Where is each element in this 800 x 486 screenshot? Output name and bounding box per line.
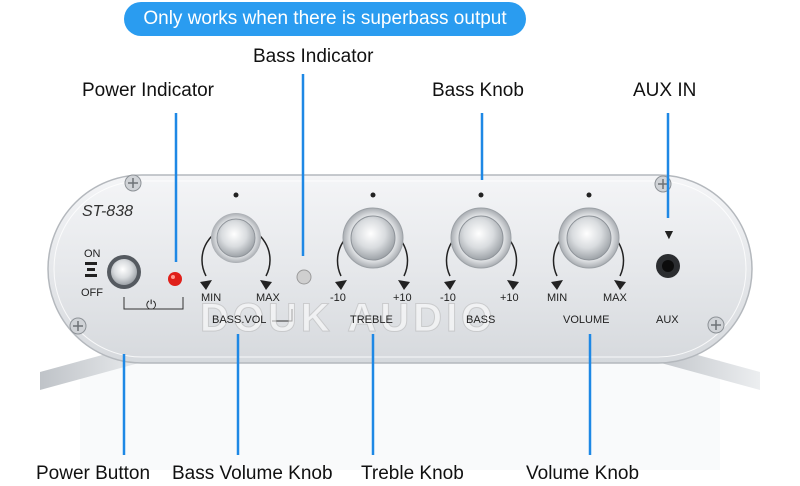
- reflection: [80, 360, 720, 470]
- aux-arrow-icon: ▼: [662, 226, 676, 242]
- treble-knob-callout: Treble Knob: [361, 463, 464, 484]
- volume-label: VOLUME: [563, 314, 610, 326]
- superbass-note-banner: Only works when there is superbass outpu…: [124, 2, 526, 36]
- treble-knob[interactable]: [335, 192, 410, 291]
- treble-label: TREBLE: [350, 314, 393, 326]
- power-button-callout: Power Button: [36, 463, 151, 484]
- callout-lines: [122, 74, 670, 455]
- bass-vol-min-label: MIN: [201, 292, 222, 304]
- bass-indicator-callout: Bass Indicator: [253, 46, 374, 67]
- brand-watermark: DOUK AUDIO: [199, 296, 497, 341]
- bass-vol-max-label: MAX: [256, 292, 280, 304]
- bass-volume-knob[interactable]: [200, 192, 272, 291]
- on-label: ON: [84, 248, 101, 260]
- screw: [69, 317, 87, 335]
- power-led: [168, 272, 182, 286]
- off-label: OFF: [81, 287, 103, 299]
- volume-knob-callout: Volume Knob: [526, 463, 640, 484]
- volume-knob[interactable]: [551, 192, 626, 291]
- bass-indicator-led: [296, 269, 312, 285]
- bass-vol-label: BASS.VOL: [212, 314, 267, 326]
- volume-max-label: MAX: [603, 292, 627, 304]
- treble-max-label: +10: [393, 292, 412, 304]
- power-switch[interactable]: [107, 255, 141, 289]
- aux-jack[interactable]: [656, 254, 680, 278]
- treble-min-label: -10: [330, 292, 346, 304]
- bass-label: BASS: [466, 314, 496, 326]
- bass-knob[interactable]: [444, 192, 519, 291]
- bass-vol-bracket: [272, 309, 293, 322]
- power-symbol-icon: ⏻: [146, 297, 157, 312]
- volume-min-label: MIN: [547, 292, 568, 304]
- bass-max-label: +10: [500, 292, 519, 304]
- aux-in-callout: AUX IN: [633, 80, 697, 101]
- power-bracket: [123, 297, 184, 310]
- screw: [124, 174, 142, 192]
- bass-volume-knob-callout: Bass Volume Knob: [172, 463, 333, 484]
- on-off-switch-icon: [85, 262, 97, 277]
- bass-knob-callout: Bass Knob: [432, 80, 524, 101]
- model-label: ST-838: [82, 203, 133, 220]
- screw: [707, 316, 725, 334]
- bass-min-label: -10: [440, 292, 456, 304]
- aux-label: AUX: [656, 314, 679, 326]
- power-indicator-callout: Power Indicator: [82, 80, 215, 101]
